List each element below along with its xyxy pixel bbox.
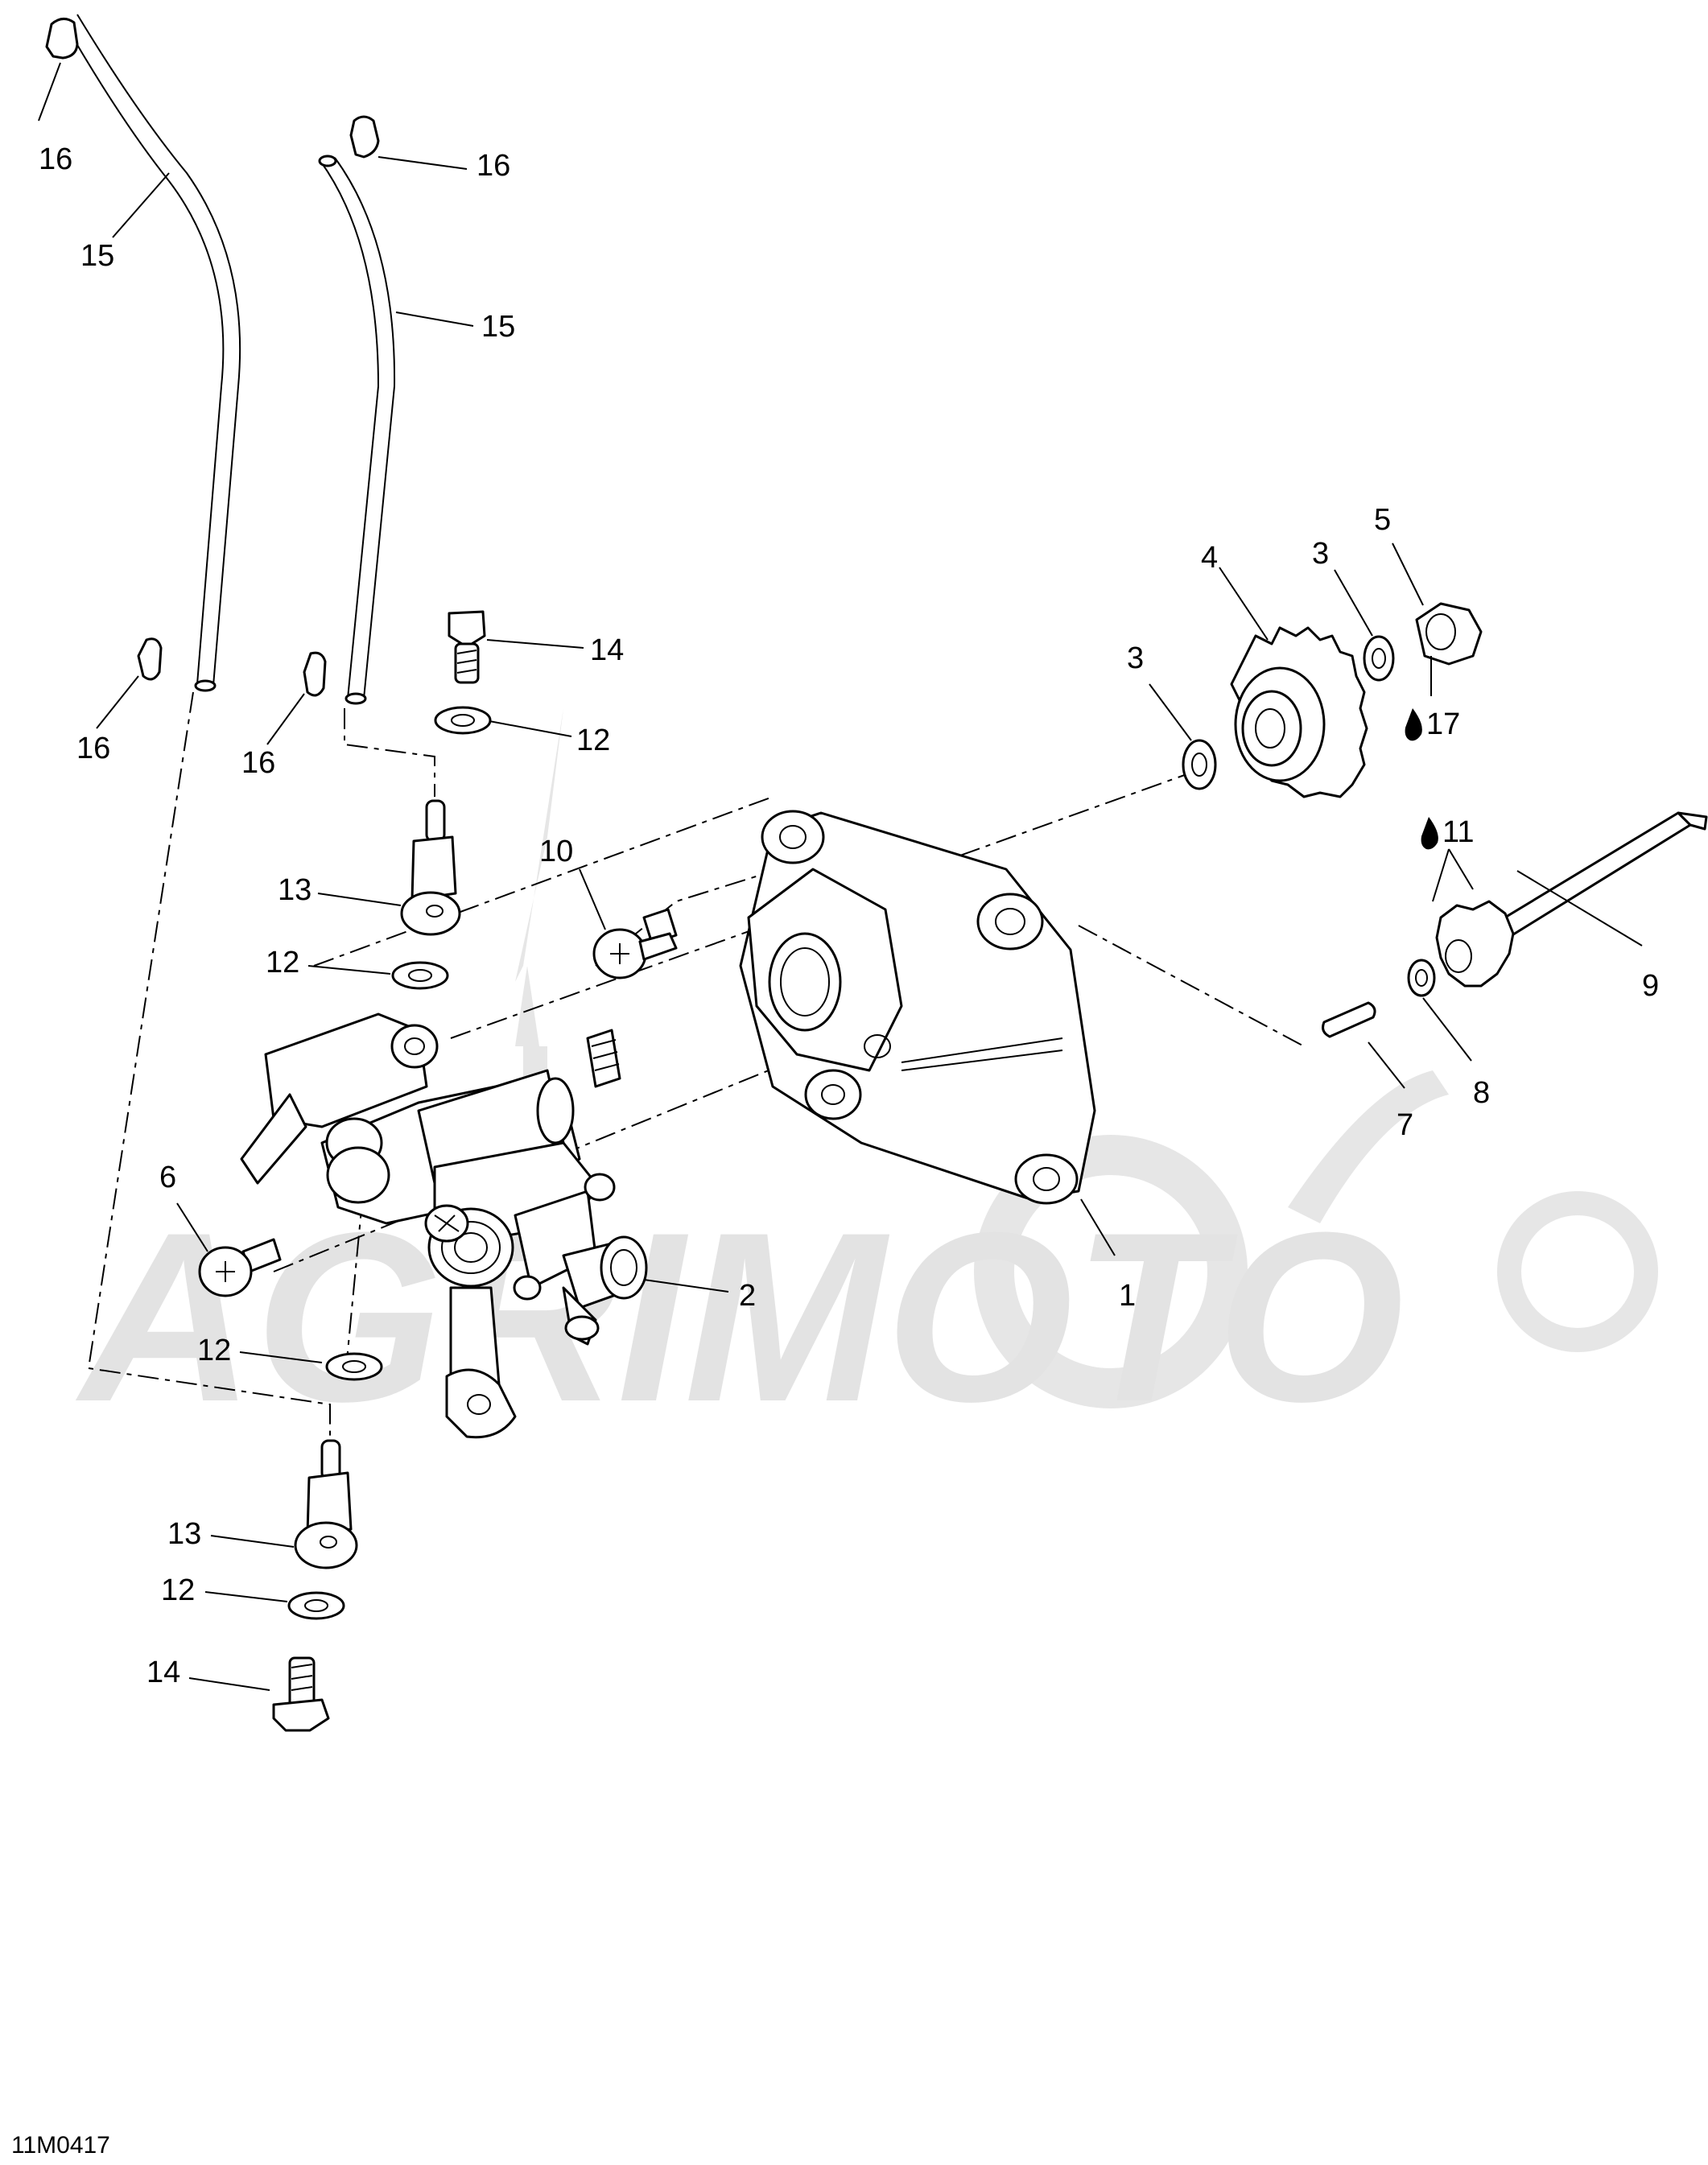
hose-clamp-top-right	[349, 115, 380, 159]
oil-hose-left	[62, 14, 241, 692]
callout-6: 6	[159, 1161, 176, 1194]
screw-pump	[198, 1238, 282, 1297]
watermark-text: AGRIMOTO	[73, 1181, 1405, 1452]
callout-12: 12	[266, 946, 299, 979]
assembly-lines	[87, 691, 1305, 1441]
callout-9: 9	[1642, 969, 1659, 1003]
callout-12: 12	[161, 1573, 195, 1607]
callout-13: 13	[167, 1517, 201, 1551]
callout-7: 7	[1397, 1108, 1413, 1142]
callout-16: 16	[477, 149, 510, 183]
callout-10: 10	[539, 835, 573, 868]
thrust-washer-left	[1182, 739, 1217, 790]
banjo-fitting-top	[400, 799, 461, 936]
callout-3: 3	[1312, 537, 1329, 571]
callout-12: 12	[576, 724, 610, 757]
sealing-washer-top	[434, 706, 492, 735]
lock-nut	[1415, 602, 1483, 666]
screw-cover	[592, 908, 678, 979]
callout-17: 17	[1426, 707, 1460, 741]
callout-16: 16	[76, 732, 110, 765]
sealing-washer-bottom	[287, 1591, 345, 1620]
banjo-bolt-top	[448, 610, 486, 684]
oil-hose-right	[318, 155, 396, 705]
callout-12: 12	[197, 1334, 231, 1367]
callout-15: 15	[481, 310, 515, 344]
callout-1: 1	[1119, 1279, 1136, 1313]
callout-3: 3	[1127, 641, 1144, 675]
hose-clamp-mid-left	[137, 637, 163, 681]
oil-pump-body	[240, 1012, 648, 1439]
hose-clamp-top-left	[45, 18, 79, 60]
callout-16: 16	[241, 746, 275, 780]
callout-11: 11	[1442, 815, 1474, 849]
callout-15: 15	[80, 239, 114, 273]
leader-lines	[38, 62, 1643, 1691]
callout-8: 8	[1473, 1076, 1490, 1110]
drive-gear	[1230, 626, 1368, 798]
drive-pin	[1322, 1001, 1376, 1038]
pump-rotor-gear	[1435, 900, 1515, 988]
sealing-washer-upper-mid	[391, 961, 449, 990]
callouts: 16 16 15 15 14 12 16 16 13 12 10 6 2 1 1…	[39, 142, 1659, 1689]
callout-2: 2	[739, 1279, 756, 1313]
banjo-fitting-bottom	[294, 1439, 358, 1569]
callout-5: 5	[1374, 503, 1391, 537]
thrust-washer-right	[1363, 635, 1395, 682]
pump-cover	[739, 810, 1096, 1205]
sealing-washer-lower-mid	[325, 1352, 383, 1381]
callout-14: 14	[590, 633, 624, 667]
callout-13: 13	[278, 873, 311, 907]
banjo-bolt-bottom	[272, 1656, 330, 1732]
oil-drop-icon	[1421, 817, 1438, 850]
callout-14: 14	[146, 1656, 180, 1689]
oil-drop-icon	[1405, 708, 1422, 741]
callout-4: 4	[1201, 541, 1218, 575]
callout-16: 16	[39, 142, 72, 176]
shaft-washer	[1407, 959, 1436, 997]
hose-clamp-mid-right	[303, 651, 327, 697]
drawing-reference: 11M0417	[11, 2132, 110, 2159]
